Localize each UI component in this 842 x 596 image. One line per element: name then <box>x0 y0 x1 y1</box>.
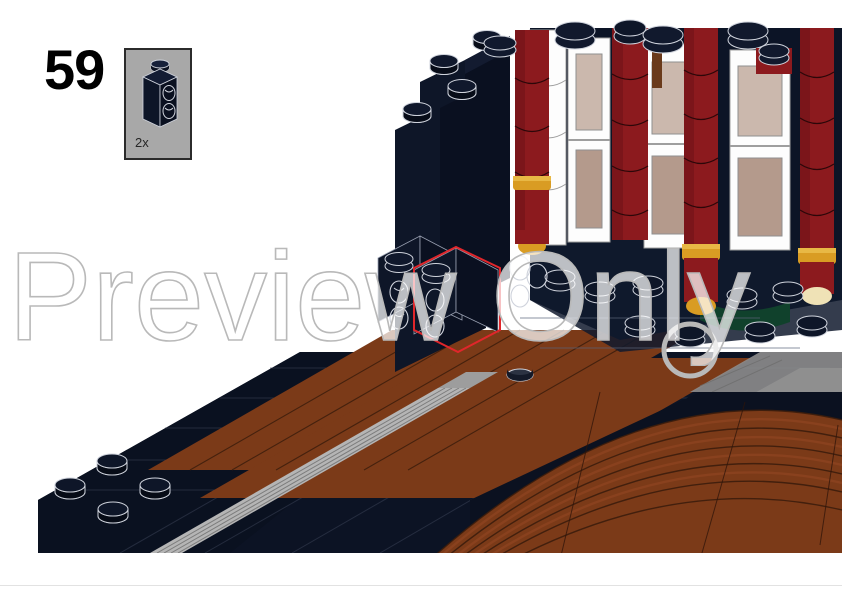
rail-stud <box>506 368 534 382</box>
top-studs-row <box>483 21 792 74</box>
page-bottom-rule <box>0 585 842 586</box>
gray-rail-strip <box>150 368 534 553</box>
callout-part-icon <box>142 59 178 128</box>
window-unit <box>729 49 791 251</box>
red-column <box>611 19 649 240</box>
dark-red-columns <box>513 19 836 315</box>
callout-quantity: 2x <box>135 135 149 150</box>
stud <box>613 19 647 45</box>
highlighted-brick <box>413 245 501 354</box>
window-unit <box>567 37 611 243</box>
navy-wall-front <box>395 79 486 372</box>
step-number: 59 <box>44 38 105 101</box>
base-studs-left <box>54 453 171 524</box>
red-column <box>513 30 551 255</box>
red-column <box>798 28 836 305</box>
misc-detail-parts <box>509 255 719 379</box>
model-render <box>38 19 842 553</box>
brown-strip <box>652 28 662 88</box>
parts-callout-box: 2x <box>124 48 192 160</box>
mid-shelf-studs <box>520 269 828 349</box>
new-parts-highlight <box>413 245 501 354</box>
light-cap <box>802 287 832 305</box>
curved-brown-arcs <box>436 391 842 553</box>
gold-cap <box>686 297 716 315</box>
red-column <box>682 28 720 315</box>
